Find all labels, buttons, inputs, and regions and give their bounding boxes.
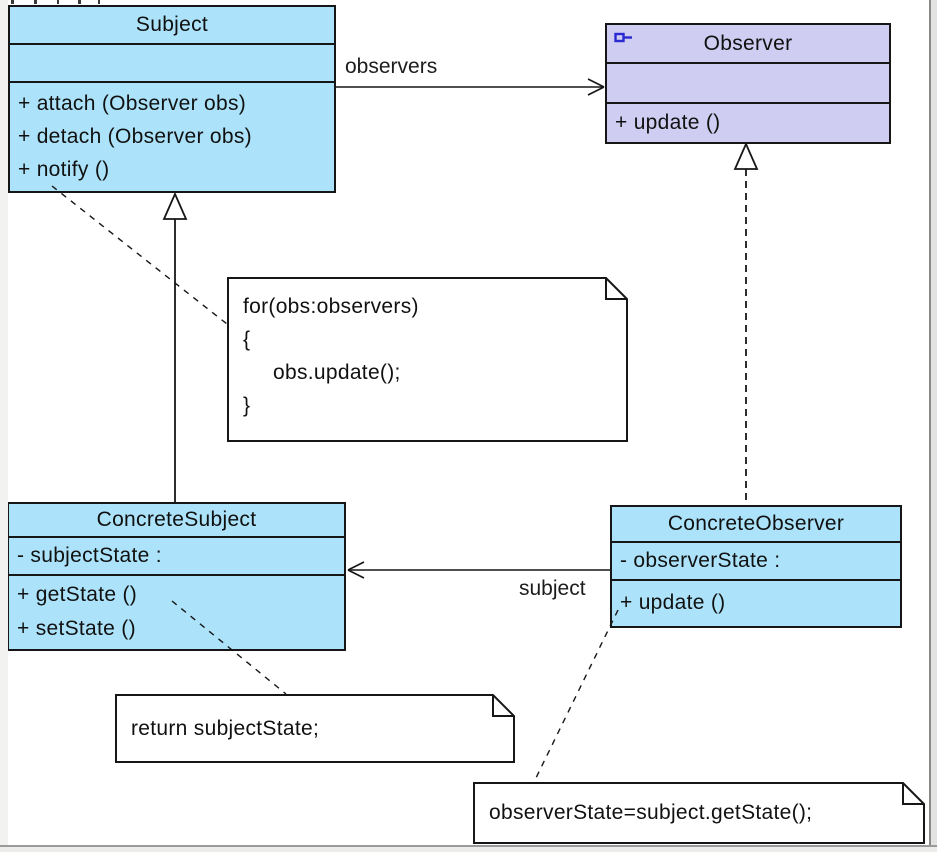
cropped-text-artifact	[98, 0, 100, 4]
class-box-subject[interactable]: Subject + attach (Observer obs) + detach…	[8, 5, 336, 193]
note-line: {	[243, 328, 251, 351]
attributes-compartment-concrete-subject[interactable]: - subjectState :	[9, 536, 344, 574]
class-box-observer[interactable]: Observer + update ()	[605, 23, 891, 144]
methods-compartment-observer[interactable]: + update ()	[607, 102, 889, 142]
class-box-concrete-subject[interactable]: ConcreteSubject - subjectState : + getSt…	[7, 502, 346, 651]
note-line: obs.update();	[273, 361, 401, 384]
cropped-text-artifact	[57, 0, 59, 4]
method-update-concrete-observer[interactable]: + update ()	[620, 591, 726, 614]
note-get-state-body[interactable]: return subjectState;	[115, 694, 515, 763]
method-attach[interactable]: + attach (Observer obs)	[18, 92, 247, 115]
class-title-concrete-subject[interactable]: ConcreteSubject	[96, 508, 257, 531]
method-detach[interactable]: + detach (Observer obs)	[18, 125, 252, 148]
association-observers-arrow[interactable]	[336, 78, 605, 96]
class-box-concrete-observer[interactable]: ConcreteObserver - observerState : + upd…	[610, 505, 902, 628]
note-shape	[115, 694, 515, 763]
note-anchor-notify[interactable]	[51, 185, 228, 325]
class-title-subject[interactable]: Subject	[135, 13, 209, 36]
method-set-state[interactable]: + setState ()	[17, 617, 136, 640]
method-update-observer[interactable]: + update ()	[615, 111, 721, 134]
right-scroll-gutter	[929, 0, 937, 846]
class-title-observer[interactable]: Observer	[607, 25, 889, 62]
note-shape	[227, 277, 628, 442]
class-glyph-icon	[614, 32, 632, 43]
left-margin-strip	[0, 0, 8, 845]
attribute-observer-state[interactable]: - observerState :	[620, 549, 781, 572]
cropped-text-artifact	[34, 0, 37, 4]
generalization-concrete-subject-arrow[interactable]	[162, 191, 188, 502]
association-label-subject[interactable]: subject	[519, 577, 586, 600]
attributes-compartment-subject[interactable]	[10, 43, 334, 81]
class-title-concrete-observer[interactable]: ConcreteObserver	[667, 512, 845, 535]
method-notify[interactable]: + notify ()	[18, 158, 110, 181]
class-title-observer-label: Observer	[703, 31, 793, 55]
note-shape	[473, 782, 925, 844]
note-line: }	[243, 394, 251, 417]
note-text: for(obs:observers) { obs.update(); }	[243, 290, 618, 422]
attribute-subject-state[interactable]: - subjectState :	[17, 544, 162, 567]
note-update-body[interactable]: observerState=subject.getState();	[473, 782, 925, 844]
association-label-observers[interactable]: observers	[345, 55, 438, 78]
note-notify-body[interactable]: for(obs:observers) { obs.update(); }	[227, 277, 628, 442]
attributes-compartment-concrete-observer[interactable]: - observerState :	[612, 541, 900, 579]
cropped-text-artifact	[11, 0, 14, 4]
attributes-compartment-observer[interactable]	[607, 62, 889, 102]
note-anchor-update[interactable]	[533, 609, 619, 783]
bottom-window-edge	[0, 845, 937, 852]
methods-compartment-subject[interactable]: + attach (Observer obs) + detach (Observ…	[10, 81, 334, 186]
methods-compartment-concrete-observer[interactable]: + update ()	[612, 579, 900, 625]
note-text: observerState=subject.getState();	[489, 801, 813, 824]
methods-compartment-concrete-subject[interactable]: + getState () + setState ()	[9, 574, 344, 646]
cropped-text-artifact	[78, 0, 81, 4]
note-line: for(obs:observers)	[243, 295, 419, 318]
method-get-state[interactable]: + getState ()	[17, 583, 138, 606]
note-text: return subjectState;	[131, 716, 320, 740]
realization-concrete-observer-arrow[interactable]	[733, 141, 759, 505]
